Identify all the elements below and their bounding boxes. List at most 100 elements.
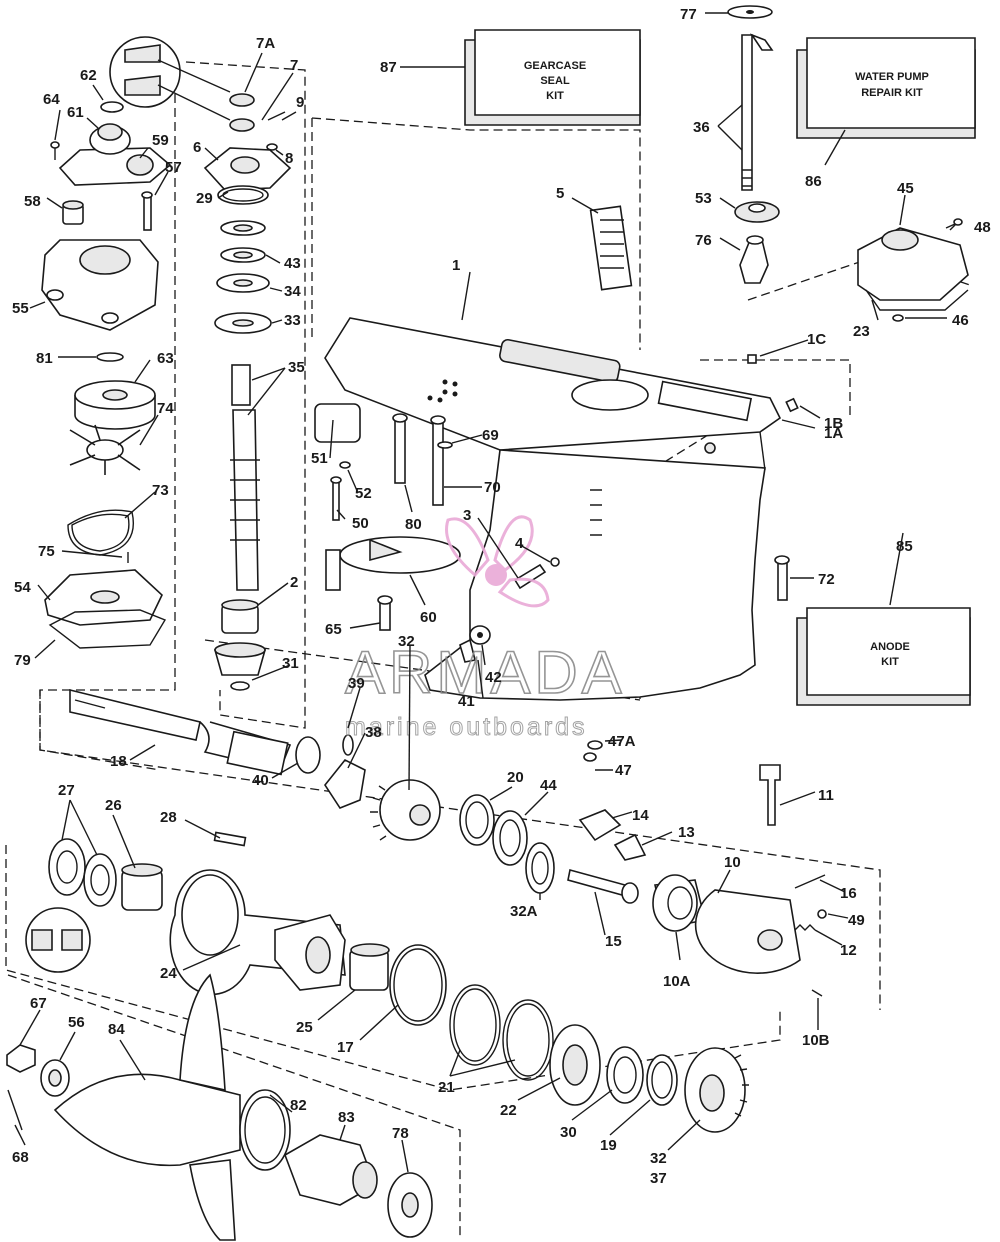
housing-fasteners bbox=[314, 403, 790, 762]
callout-20: 20 bbox=[507, 769, 524, 786]
propeller-parts bbox=[6, 973, 433, 1241]
callout-7A: 7A bbox=[256, 35, 275, 52]
callout-50: 50 bbox=[352, 515, 369, 532]
callout-11: 11 bbox=[818, 787, 834, 804]
callout-76: 76 bbox=[695, 232, 712, 249]
callout-23: 23 bbox=[853, 323, 870, 340]
callout-75: 75 bbox=[38, 543, 55, 560]
callout-7: 7 bbox=[290, 57, 298, 74]
callout-87: 87 bbox=[380, 59, 397, 76]
callout-1B: 1B bbox=[824, 415, 843, 432]
driveshaft-parts bbox=[203, 93, 292, 691]
callout-19: 19 bbox=[600, 1137, 617, 1154]
callout-8: 8 bbox=[285, 150, 293, 167]
callout-56: 56 bbox=[68, 1014, 85, 1031]
callout-32-lower: 32 bbox=[650, 1150, 667, 1167]
callout-18: 18 bbox=[110, 753, 127, 770]
callout-36: 36 bbox=[693, 119, 710, 136]
gearcase-seal-kit-line3: KIT bbox=[546, 90, 564, 102]
callout-25: 25 bbox=[296, 1019, 313, 1036]
callout-1C: 1C bbox=[807, 331, 826, 348]
callout-47A: 47A bbox=[608, 733, 636, 750]
callout-16: 16 bbox=[840, 885, 857, 902]
armada-logo-mark bbox=[445, 515, 550, 608]
callout-77: 77 bbox=[680, 6, 697, 23]
callout-49: 49 bbox=[848, 912, 865, 929]
water-pump-parts bbox=[41, 36, 231, 649]
callout-21: 21 bbox=[438, 1079, 455, 1096]
callout-73: 73 bbox=[152, 482, 169, 499]
callout-5: 5 bbox=[556, 185, 564, 202]
callout-39: 39 bbox=[348, 675, 365, 692]
water-pump-kit-line1: WATER PUMP bbox=[855, 71, 929, 83]
gearcase-housing bbox=[324, 317, 782, 701]
callout-67: 67 bbox=[30, 995, 47, 1012]
callout-32-upper: 32 bbox=[398, 633, 415, 650]
callout-54: 54 bbox=[14, 579, 31, 596]
callout-34: 34 bbox=[284, 283, 301, 300]
callout-22: 22 bbox=[500, 1102, 517, 1119]
gearcase-seal-kit-line1: GEARCASE bbox=[524, 60, 586, 72]
callout-17: 17 bbox=[337, 1039, 354, 1056]
callout-14: 14 bbox=[632, 807, 649, 824]
callout-10: 10 bbox=[724, 854, 741, 871]
callout-30: 30 bbox=[560, 1124, 577, 1141]
callout-64: 64 bbox=[43, 91, 60, 108]
callout-69: 69 bbox=[482, 427, 499, 444]
part-number-labels: 87 77 36 53 76 86 45 48 23 46 1C 1B 1A 8… bbox=[12, 6, 991, 1187]
callout-38: 38 bbox=[365, 724, 382, 741]
callout-15: 15 bbox=[605, 933, 622, 950]
callout-33: 33 bbox=[284, 312, 301, 329]
callout-10A: 10A bbox=[663, 973, 691, 990]
callout-86: 86 bbox=[805, 173, 822, 190]
callout-43: 43 bbox=[284, 255, 301, 272]
water-pump-repair-kit-box: WATER PUMP REPAIR KIT bbox=[796, 37, 976, 139]
anode-kit-line1: ANODE bbox=[870, 641, 910, 653]
callout-80: 80 bbox=[405, 516, 422, 533]
callout-58: 58 bbox=[24, 193, 41, 210]
callout-78: 78 bbox=[392, 1125, 409, 1142]
leader-lines bbox=[14, 12, 956, 1173]
callout-52: 52 bbox=[355, 485, 372, 502]
callout-85: 85 bbox=[896, 538, 913, 555]
gearcase-seal-kit-line2: SEAL bbox=[540, 75, 570, 87]
callout-47: 47 bbox=[615, 762, 632, 779]
callout-82: 82 bbox=[290, 1097, 307, 1114]
callout-40: 40 bbox=[252, 772, 269, 789]
callout-26: 26 bbox=[105, 797, 122, 814]
callout-3: 3 bbox=[463, 507, 471, 524]
callout-74: 74 bbox=[157, 400, 174, 417]
callout-51: 51 bbox=[311, 450, 328, 467]
callout-83: 83 bbox=[338, 1109, 355, 1126]
callout-9: 9 bbox=[296, 94, 304, 111]
callout-1A: 1A bbox=[824, 425, 843, 442]
callout-42: 42 bbox=[485, 669, 502, 686]
callout-4: 4 bbox=[515, 535, 524, 552]
callout-70: 70 bbox=[484, 479, 501, 496]
callout-65: 65 bbox=[325, 621, 342, 638]
callout-63: 63 bbox=[157, 350, 174, 367]
callout-27: 27 bbox=[58, 782, 75, 799]
callout-6: 6 bbox=[193, 139, 201, 156]
callout-44: 44 bbox=[540, 777, 557, 794]
callout-62: 62 bbox=[80, 67, 97, 84]
gearcase-seal-kit-box: GEARCASE SEAL KIT bbox=[464, 29, 641, 126]
anode-kit-line2: KIT bbox=[881, 656, 899, 668]
callout-28: 28 bbox=[160, 809, 177, 826]
callout-41: 41 bbox=[458, 693, 475, 710]
callout-45: 45 bbox=[897, 180, 914, 197]
callout-13: 13 bbox=[678, 824, 695, 841]
callout-72: 72 bbox=[818, 571, 835, 588]
callout-59: 59 bbox=[152, 132, 169, 149]
water-pump-kit-line2: REPAIR KIT bbox=[861, 87, 923, 99]
callout-46: 46 bbox=[952, 312, 969, 329]
callout-57: 57 bbox=[165, 159, 182, 176]
callout-60: 60 bbox=[420, 609, 437, 626]
callout-55: 55 bbox=[12, 300, 29, 317]
callout-35: 35 bbox=[288, 359, 305, 376]
callout-31: 31 bbox=[282, 655, 299, 672]
callout-48: 48 bbox=[974, 219, 991, 236]
callout-24: 24 bbox=[160, 965, 177, 982]
callout-68: 68 bbox=[12, 1149, 29, 1166]
